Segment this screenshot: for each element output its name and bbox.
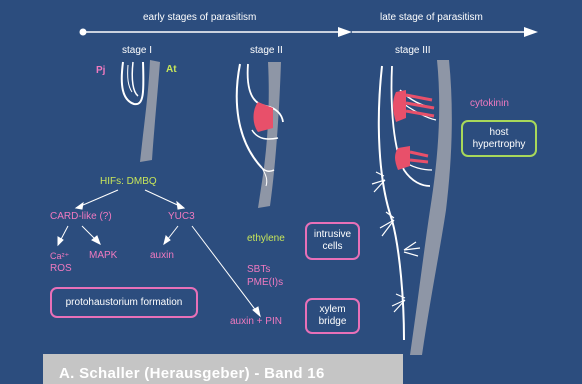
protohaustorium-box: protohaustorium formation [50,287,198,318]
intrusive-line2: cells [322,241,342,253]
host-hypertrophy-box: host hypertrophy [461,120,537,157]
late-stage-label: late stage of parasitism [380,12,483,24]
mapk-label: MAPK [89,250,117,262]
auxin-label: auxin [150,250,174,262]
cytokinin-label: cytokinin [470,98,509,110]
book-title-banner: A. Schaller (Herausgeber) - Band 16 [43,354,403,384]
stage1-roots [122,60,160,162]
protohaustorium-text: protohaustorium formation [66,297,183,309]
auxin-pin-label: auxin + PIN [230,316,282,328]
ethylene-label: ethylene [247,233,285,245]
timeline-arrow [80,27,539,37]
host-line2: hypertrophy [473,139,526,151]
stage-1-label: stage I [122,45,152,57]
xylem-line1: xylem [319,304,345,316]
host-line1: host [490,127,509,139]
parasite-label: Pj [96,65,105,77]
card-like-label: CARD-like (?) [50,211,112,223]
stage-3-label: stage III [395,45,431,57]
stage-2-label: stage II [250,45,283,57]
stage2-roots [237,62,283,208]
pmes-label: PME(I)s [247,277,283,289]
host-label: At [166,64,177,76]
xylem-bridge-box: xylem bridge [305,298,360,334]
xylem-line2: bridge [319,316,347,328]
early-stages-label: early stages of parasitism [143,12,256,24]
intrusive-cells-box: intrusive cells [305,222,360,260]
ros-label: ROS [50,263,72,275]
stage3-roots [372,60,452,355]
sbts-label: SBTs [247,264,270,276]
calcium-label: Ca²⁺ [50,250,69,262]
hifs-label: HIFs: DMBQ [100,176,157,188]
yuc3-label: YUC3 [168,211,195,223]
intrusive-line1: intrusive [314,229,351,241]
